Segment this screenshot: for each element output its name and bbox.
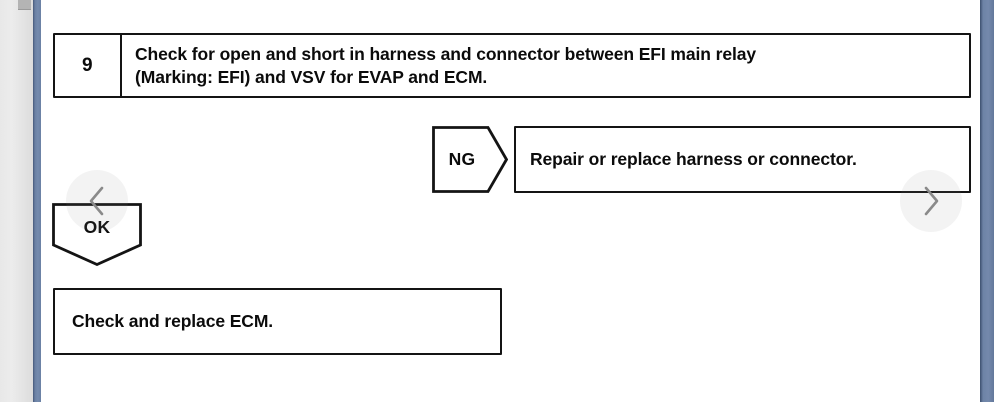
- result-box-final-text: Check and replace ECM.: [72, 311, 274, 331]
- scanned-page: 9 Check for open and short in harness an…: [41, 0, 980, 402]
- step-instruction: Check for open and short in harness and …: [135, 43, 756, 87]
- right-page-rail: [980, 0, 994, 402]
- result-box-repair: Repair or replace harness or connector.: [514, 126, 971, 193]
- left-page-rail: [33, 0, 41, 402]
- branch-tag-ng: NG: [432, 126, 508, 193]
- left-gutter: [0, 0, 33, 402]
- step-instruction-cell: Check for open and short in harness and …: [122, 35, 969, 96]
- step-instruction-line-1: Check for open and short in harness and …: [135, 44, 756, 65]
- result-box-repair-text: Repair or replace harness or connector.: [530, 149, 857, 169]
- chevron-left-icon: [84, 184, 110, 218]
- step-number: 9: [81, 54, 94, 76]
- branch-tag-ng-label: NG: [448, 149, 476, 169]
- chevron-right-icon: [918, 184, 944, 218]
- step-number-cell: 9: [55, 35, 122, 96]
- step-instruction-line-2: (Marking: EFI) and VSV for EVAP and ECM.: [135, 66, 488, 87]
- prev-page-button[interactable]: [66, 170, 128, 232]
- result-box-final: Check and replace ECM.: [53, 288, 502, 355]
- scroll-thumb[interactable]: [18, 0, 31, 10]
- step-row: 9 Check for open and short in harness an…: [53, 33, 971, 98]
- branch-tag-ok: OK: [52, 203, 142, 266]
- next-page-button[interactable]: [900, 170, 962, 232]
- branch-tag-ok-label: OK: [83, 216, 111, 237]
